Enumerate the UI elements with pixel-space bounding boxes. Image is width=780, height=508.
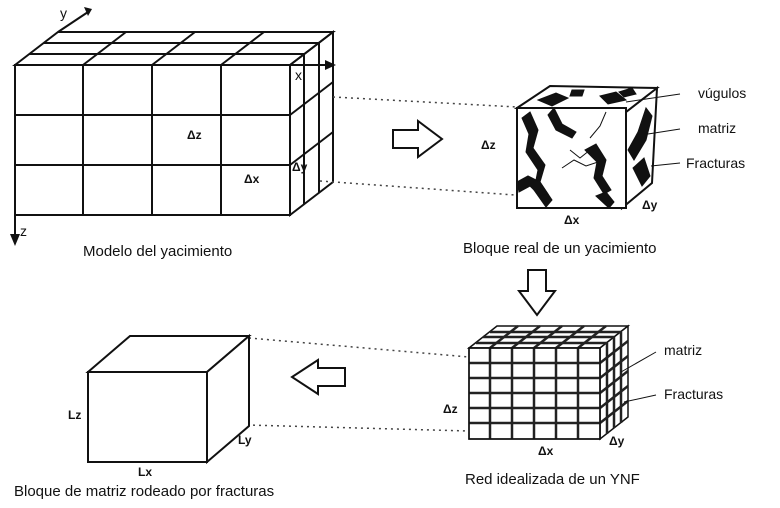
network-dy-label: Δy bbox=[609, 434, 625, 448]
network-dz-label: Δz bbox=[443, 402, 458, 416]
label-real-matrix: matriz bbox=[698, 120, 736, 136]
real-dz-label: Δz bbox=[481, 138, 496, 152]
real-dx-label: Δx bbox=[564, 213, 580, 227]
network-leaders bbox=[620, 351, 657, 403]
arrow-down-icon bbox=[517, 269, 557, 317]
caption-real-block: Bloque real de un yacimiento bbox=[463, 240, 656, 257]
matrix-ly-label: Ly bbox=[238, 433, 252, 447]
label-real-fractures: Fracturas bbox=[686, 155, 745, 171]
real-block-leaders bbox=[625, 93, 681, 167]
real-block bbox=[513, 84, 660, 211]
real-dy-label: Δy bbox=[642, 198, 658, 212]
matrix-block bbox=[85, 333, 252, 465]
model-dy-label: Δy bbox=[292, 160, 308, 174]
arrow-right-icon bbox=[392, 119, 444, 159]
axis-x-label: x bbox=[295, 67, 302, 83]
arrow-left-icon bbox=[290, 358, 346, 396]
matrix-lz-label: Lz bbox=[68, 408, 81, 422]
label-network-matrix: matriz bbox=[664, 342, 702, 358]
network-dx-label: Δx bbox=[538, 444, 554, 458]
projection-lines-top bbox=[319, 96, 518, 196]
matrix-lx-label: Lx bbox=[138, 465, 152, 479]
reservoir-model-grid bbox=[12, 29, 336, 218]
model-dz-label: Δz bbox=[187, 128, 202, 142]
projection-lines-bottom bbox=[246, 337, 470, 432]
caption-matrix-block: Bloque de matriz rodeado por fracturas bbox=[14, 483, 274, 500]
model-dx-label: Δx bbox=[244, 172, 260, 186]
label-vugs: vúgulos bbox=[698, 85, 746, 101]
idealized-network-block bbox=[466, 324, 631, 441]
axis-arrows bbox=[10, 7, 336, 246]
label-network-fractures: Fracturas bbox=[664, 386, 723, 402]
caption-reservoir-model: Modelo del yacimiento bbox=[83, 243, 232, 260]
axis-z-label: z bbox=[20, 223, 27, 239]
caption-idealized-network: Red idealizada de un YNF bbox=[465, 471, 640, 488]
axis-y-label: y bbox=[60, 5, 67, 21]
